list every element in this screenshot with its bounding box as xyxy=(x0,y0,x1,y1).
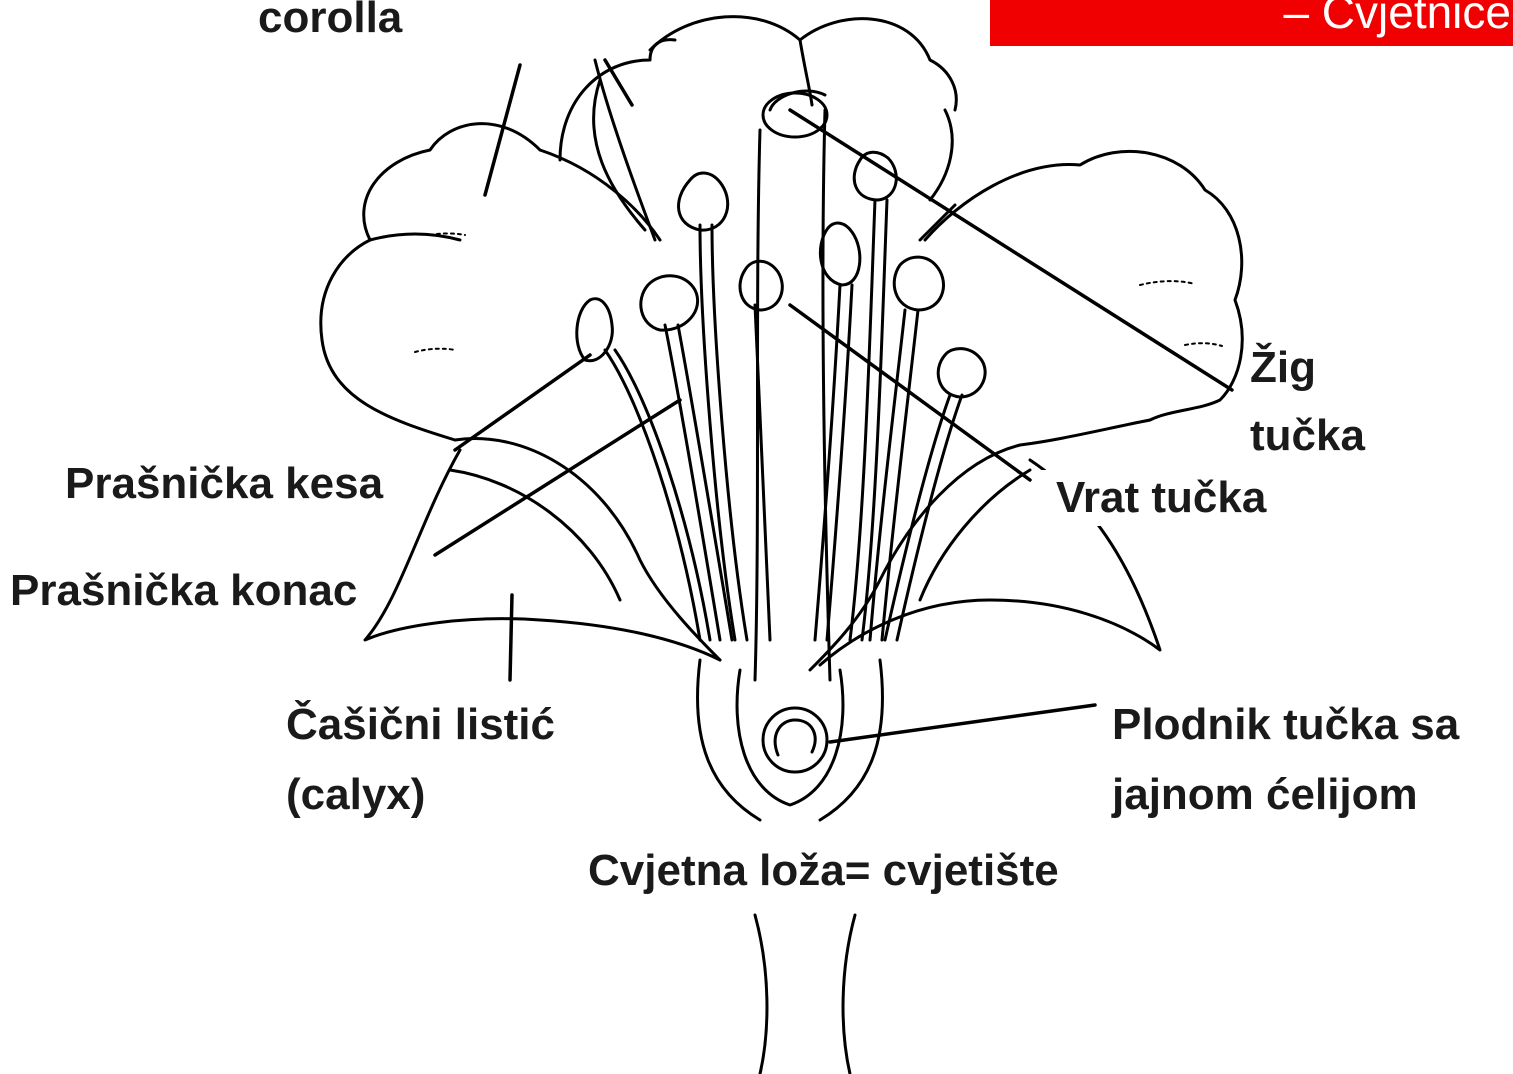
leader-vrat xyxy=(790,305,1030,480)
label-prasnicka-kesa: Prašnička kesa xyxy=(55,456,395,512)
corolla-petals xyxy=(321,17,1242,445)
leader-kesa xyxy=(455,355,590,450)
leader-konac xyxy=(435,400,680,555)
label-zig-line2: tučka xyxy=(1250,408,1365,464)
label-vrat-tucka: Vrat tučka xyxy=(1040,470,1274,526)
title-banner-text: – Cvjetnice xyxy=(1283,0,1511,40)
leader-casicni xyxy=(510,595,512,680)
label-casicni-line1: Čašični listić xyxy=(286,697,555,753)
label-corolla: corolla xyxy=(258,0,410,46)
label-zig-line1: Žig xyxy=(1250,340,1316,396)
label-prasnicka-konac: Prašnička konac xyxy=(10,563,377,619)
leader-zig xyxy=(790,110,1232,390)
label-plodnik-line2: jajnom ćelijom xyxy=(1112,767,1418,823)
label-plodnik-line1: Plodnik tučka sa xyxy=(1112,697,1459,753)
flower-stem xyxy=(755,915,855,1074)
label-cvjetna-loza: Cvjetna loža= cvjetište xyxy=(578,843,1069,909)
stamens xyxy=(577,152,985,640)
leader-plodnik xyxy=(830,705,1095,742)
title-banner: – Cvjetnice xyxy=(990,0,1513,46)
label-casicni-line2: (calyx) xyxy=(286,767,425,823)
